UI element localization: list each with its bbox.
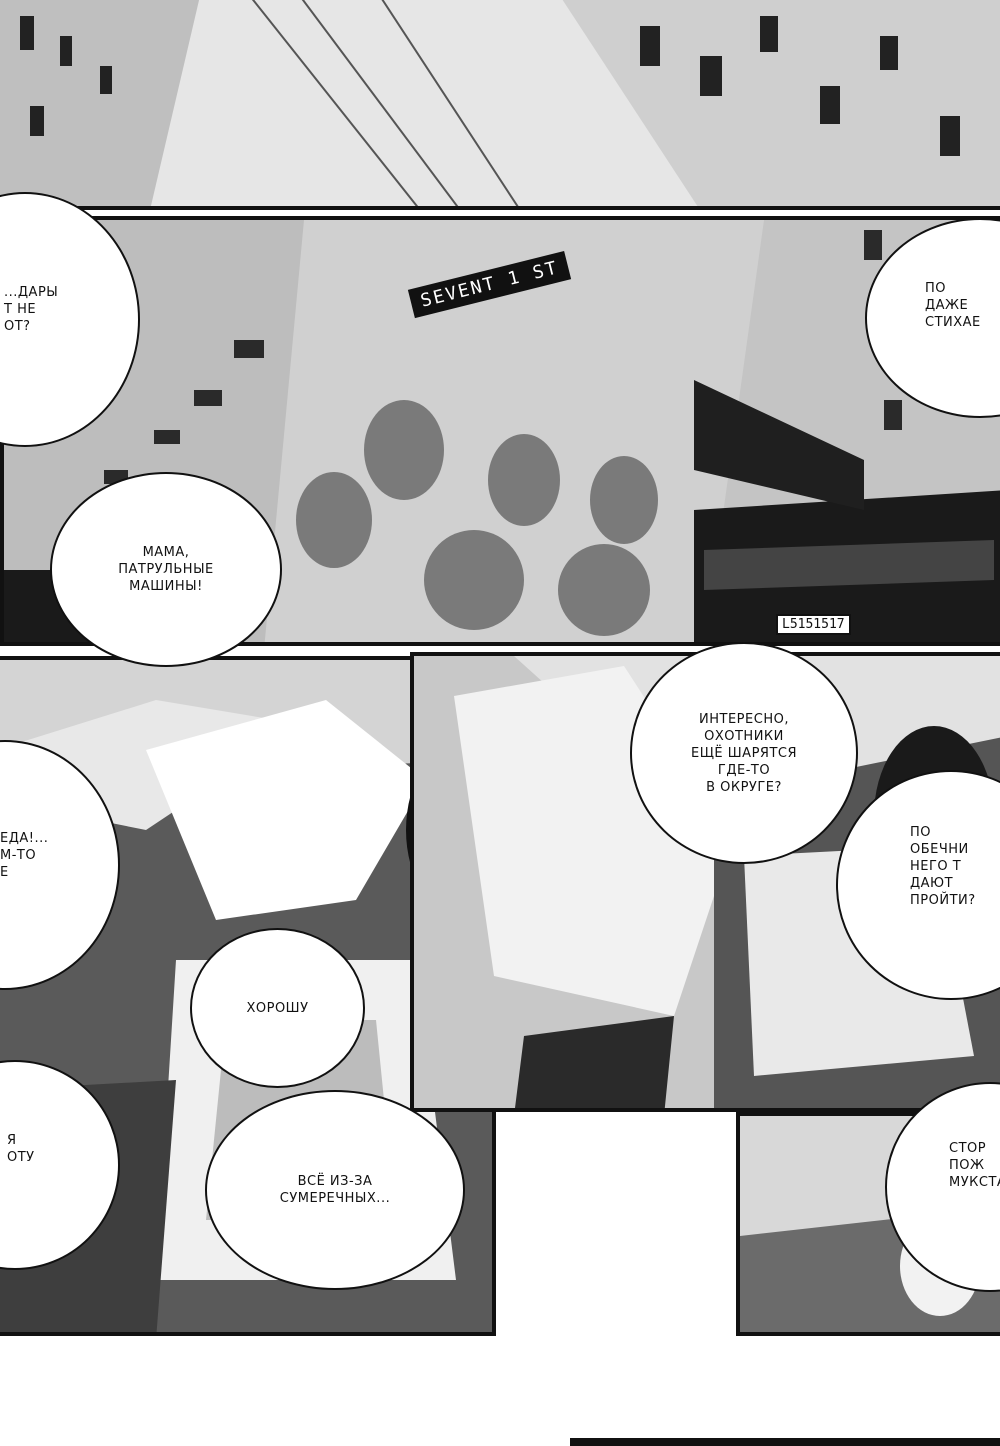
speech-bubble-3: МАМА, ПАТРУЛЬНЫЕ МАШИНЫ! xyxy=(50,472,282,667)
skyscraper-art xyxy=(0,0,1000,206)
speech-bubble-9: ВСЁ ИЗ-ЗА СУМЕРЕЧНЫХ... xyxy=(205,1090,465,1290)
bubble-text-10: СТОР ПОЖ МУКСТА xyxy=(949,1141,1000,1190)
page-bottom-bar xyxy=(570,1438,1000,1446)
bubble-text-1: ...ДАРЫ Т НЕ ОТ? xyxy=(4,285,59,334)
bubble-text-2: ПО ДАЖЕ СТИХАЕ xyxy=(925,281,981,330)
speech-bubble-7: ХОРОШУ xyxy=(190,928,365,1088)
panel-top xyxy=(0,0,1000,210)
bubble-text-9: ВСЁ ИЗ-ЗА СУМЕРЕЧНЫХ... xyxy=(279,1174,391,1206)
bubble-text-4: ИНТЕРЕСНО, ОХОТНИКИ ЕЩЁ ШАРЯТСЯ ГДЕ-ТО В… xyxy=(691,711,797,795)
bubble-text-6: ПО ОБЕЧНИ НЕГО Т ДАЮТ ПРОЙТИ? xyxy=(910,825,976,908)
speech-bubble-4: ИНТЕРЕСНО, ОХОТНИКИ ЕЩЁ ШАРЯТСЯ ГДЕ-ТО В… xyxy=(630,642,858,864)
bubble-text-8: Я ОТУ xyxy=(7,1133,35,1165)
bubble-text-3: МАМА, ПАТРУЛЬНЫЕ МАШИНЫ! xyxy=(118,545,214,594)
license-plate: L5151517 xyxy=(776,614,851,635)
bubble-text-7: ХОРОШУ xyxy=(246,1000,309,1016)
bubble-text-5: ЕДА!... М-ТО Е xyxy=(0,831,49,880)
